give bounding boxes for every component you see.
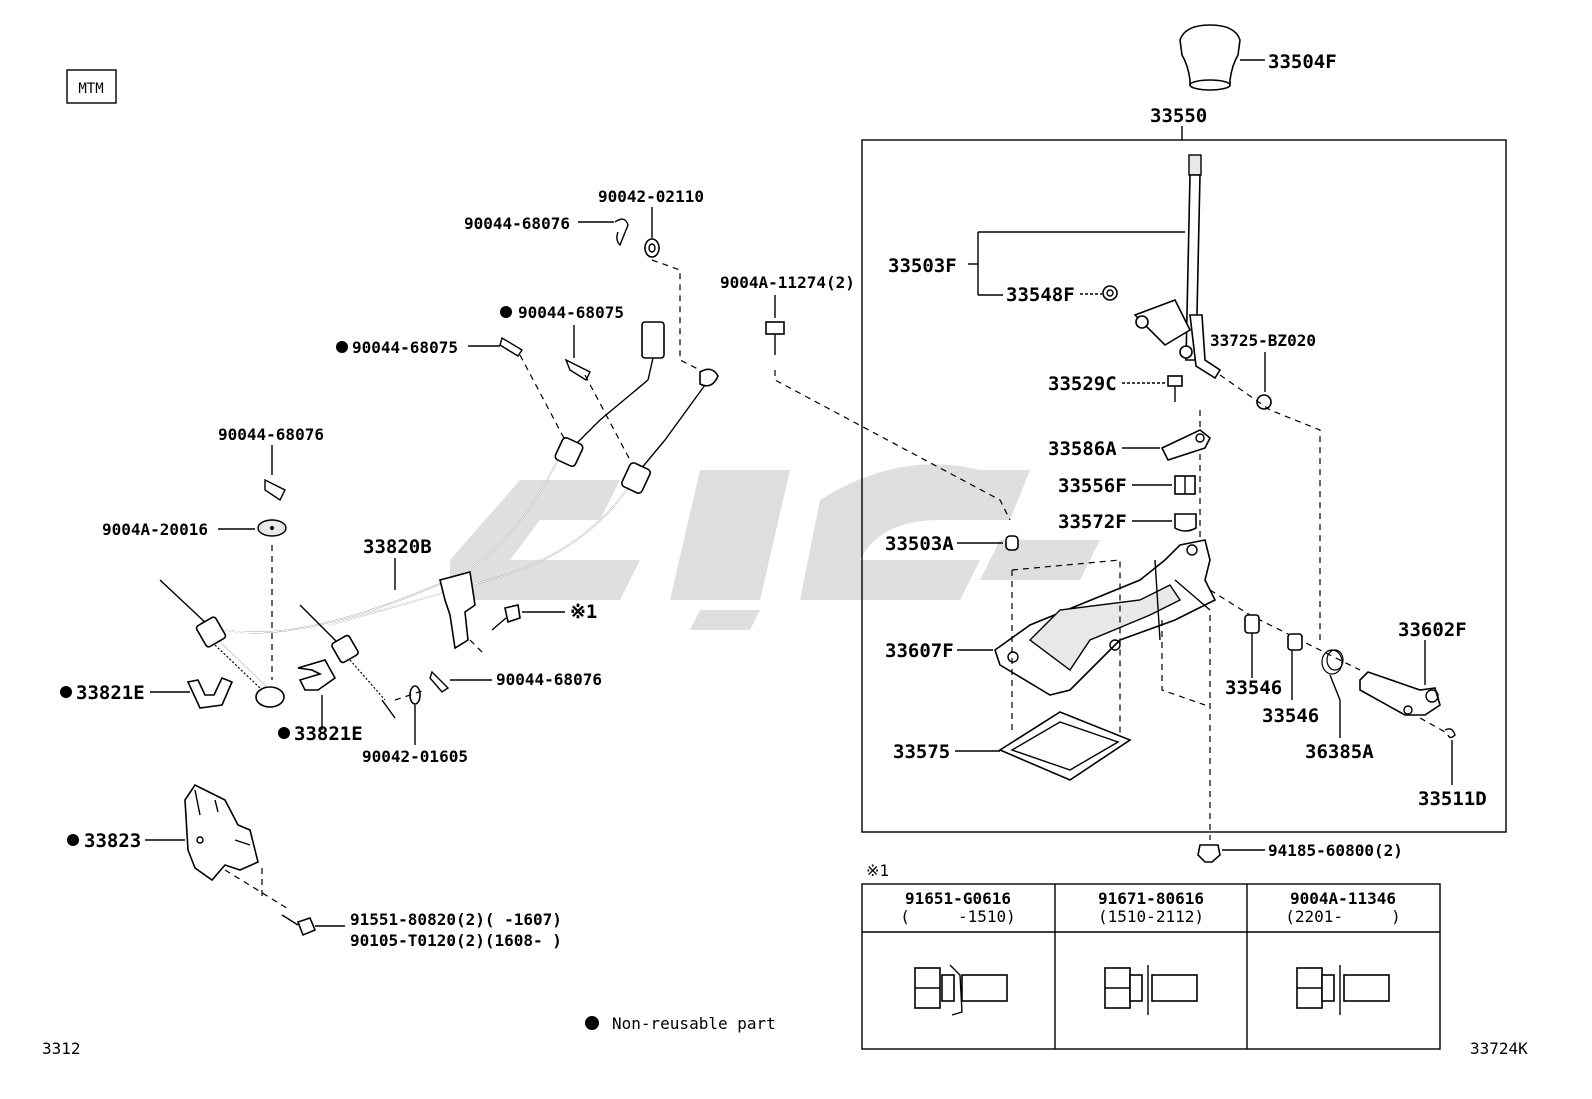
non-reusable-dot xyxy=(278,727,290,739)
label-bolt-529: 33529C xyxy=(1048,373,1117,395)
label-ref-mark: ※1 xyxy=(570,601,597,623)
spring-385-icon xyxy=(1321,649,1344,675)
cable-end-left-icon xyxy=(159,579,285,708)
shift-knob-icon xyxy=(1179,24,1241,91)
bush-546a-icon xyxy=(1244,614,1260,634)
clip-68076-left-icon xyxy=(264,478,286,502)
label-nut-556: 33556F xyxy=(1058,475,1127,497)
bracket-33823-icon xyxy=(184,783,259,882)
non-reusable-dot xyxy=(336,341,348,353)
label-washer-02110: 90042-02110 xyxy=(598,187,704,206)
spacer-503a-icon xyxy=(1005,535,1019,551)
clip-68076-mid-icon xyxy=(429,670,450,693)
label-retainer-b: 33821E xyxy=(294,723,363,745)
label-housing-607: 33607F xyxy=(885,640,954,662)
cable-end-upper-icon xyxy=(641,321,719,387)
label-plate-586: 33586A xyxy=(1048,438,1117,460)
cap-572-icon xyxy=(1174,513,1197,532)
bolt-bracket-icon xyxy=(281,914,317,937)
ref-table xyxy=(861,883,1441,1050)
non-reusable-dot xyxy=(60,686,72,698)
label-cap-572: 33572F xyxy=(1058,511,1127,533)
label-clip-68076-top: 90044-68076 xyxy=(464,214,570,233)
legend-text: Non-reusable part xyxy=(612,1014,776,1033)
bush-546b-icon xyxy=(1287,633,1303,651)
clip-68075-a-icon xyxy=(564,358,591,382)
cable-end-right-icon xyxy=(299,604,396,719)
shift-housing-icon xyxy=(994,539,1217,696)
label-pin-511: 33511D xyxy=(1418,788,1487,810)
nut-556-icon xyxy=(1174,475,1196,495)
mtm-tag-box xyxy=(66,69,117,104)
label-bush-546b: 33546 xyxy=(1262,705,1319,727)
washer-02110-icon xyxy=(644,238,660,258)
label-bush-546a: 33546 xyxy=(1225,677,1282,699)
label-lever-sub: 33503F xyxy=(888,255,957,277)
mtm-tag: MTM xyxy=(78,81,103,97)
label-bracket: 33823 xyxy=(84,830,141,852)
label-bushing-548: 33548F xyxy=(1006,284,1075,306)
label-washer-20016: 9004A-20016 xyxy=(102,520,208,539)
label-clip-68076-left: 90044-68076 xyxy=(218,425,324,444)
ref-col-1-part: 91651-G0616 xyxy=(905,889,1011,908)
ref-col-1-range: ( -1510) xyxy=(900,907,1016,926)
nut-94185-icon xyxy=(1197,844,1221,863)
non-reusable-dot xyxy=(500,306,512,318)
bolt-ref-icon xyxy=(491,604,521,631)
plate-586-icon xyxy=(1160,429,1212,461)
non-reusable-dot xyxy=(67,834,79,846)
ref-col-3-part: 9004A-11346 xyxy=(1290,889,1396,908)
bolt-91671-icon xyxy=(1104,965,1198,1015)
label-lever-assy: 33550 xyxy=(1150,105,1207,127)
label-bolt-11274: 9004A-11274(2) xyxy=(720,273,855,292)
lever-assembly-frame xyxy=(861,139,1507,833)
select-arm-602-icon xyxy=(1359,671,1441,716)
retainer-b-icon xyxy=(297,659,337,691)
clip-68076-top-icon xyxy=(614,218,629,247)
label-spacer-503a: 33503A xyxy=(885,533,954,555)
footer-left-code: 3312 xyxy=(42,1039,81,1058)
label-pin-725: 33725-BZ020 xyxy=(1210,331,1316,350)
bolt-9004a-icon xyxy=(1296,965,1390,1015)
label-bolt-b: 90105-T0120(2)(1608- ) xyxy=(350,931,562,950)
watermark-logo xyxy=(450,464,1100,630)
washer-20016-icon xyxy=(257,519,287,537)
bolt-91651-icon xyxy=(914,964,1008,1016)
label-washer-01605: 90042-01605 xyxy=(362,747,468,766)
label-bolt-a: 91551-80820(2)( -1607) xyxy=(350,910,562,929)
pin-725-icon xyxy=(1256,394,1272,410)
label-clip-68075-b: 90044-68075 xyxy=(352,338,458,357)
label-gasket-575: 33575 xyxy=(893,741,950,763)
label-arm-602: 33602F xyxy=(1398,619,1467,641)
gasket-575-icon xyxy=(998,711,1132,781)
shift-cable-icon xyxy=(224,436,651,650)
washer-01605-icon xyxy=(409,685,421,705)
label-knob: 33504F xyxy=(1268,51,1337,73)
pin-511-icon xyxy=(1444,728,1456,739)
footer-right-code: 33724K xyxy=(1470,1039,1528,1058)
clip-68075-b-icon xyxy=(499,336,523,357)
label-nut-94185: 94185-60800(2) xyxy=(1268,841,1403,860)
bolt-11274-icon xyxy=(765,321,785,355)
bushing-548-icon xyxy=(1102,285,1118,301)
label-spring-385: 36385A xyxy=(1305,741,1374,763)
label-clip-68076-mid: 90044-68076 xyxy=(496,670,602,689)
retainer-a-icon xyxy=(186,676,234,709)
label-clip-68075-a: 90044-68075 xyxy=(518,303,624,322)
label-cable: 33820B xyxy=(363,536,432,558)
ref-col-2-range: (1510-2112) xyxy=(1098,907,1204,926)
ref-col-2-part: 91671-80616 xyxy=(1098,889,1204,908)
ref-col-3-range: (2201- ) xyxy=(1285,907,1401,926)
legend-dot-icon xyxy=(585,1016,599,1030)
bolt-529-icon xyxy=(1167,375,1183,402)
shift-lever-rod-icon xyxy=(1133,154,1222,380)
ref-table-title: ※1 xyxy=(866,861,889,880)
label-retainer-a: 33821E xyxy=(76,682,145,704)
